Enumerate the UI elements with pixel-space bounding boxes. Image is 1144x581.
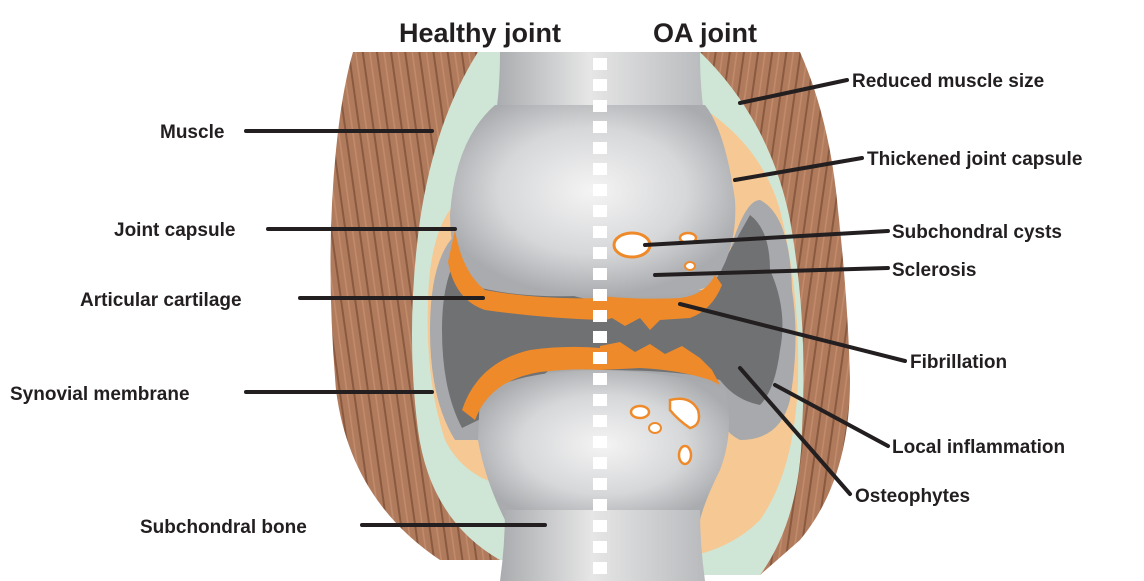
subchondral-cyst-7: [679, 446, 691, 464]
label-synovial-membrane: Synovial membrane: [10, 384, 190, 405]
label-subchondral-cysts: Subchondral cysts: [892, 222, 1062, 243]
title-healthy-joint: Healthy joint: [399, 18, 561, 48]
subchondral-cyst-5: [631, 406, 649, 418]
label-osteophytes: Osteophytes: [855, 486, 970, 507]
label-muscle: Muscle: [160, 122, 224, 143]
label-fibrillation: Fibrillation: [910, 352, 1007, 373]
label-joint-capsule: Joint capsule: [114, 220, 235, 241]
label-articular-cartilage: Articular cartilage: [80, 290, 242, 311]
label-sclerosis: Sclerosis: [892, 260, 977, 281]
label-subchondral-bone: Subchondral bone: [140, 517, 307, 538]
label-reduced-muscle-size: Reduced muscle size: [852, 71, 1044, 92]
subchondral-cyst-3: [685, 262, 695, 270]
subchondral-cyst-6: [649, 423, 661, 433]
label-thickened-joint-capsule: Thickened joint capsule: [867, 149, 1082, 170]
title-oa-joint: OA joint: [653, 18, 757, 48]
label-local-inflammation: Local inflammation: [892, 437, 1065, 458]
